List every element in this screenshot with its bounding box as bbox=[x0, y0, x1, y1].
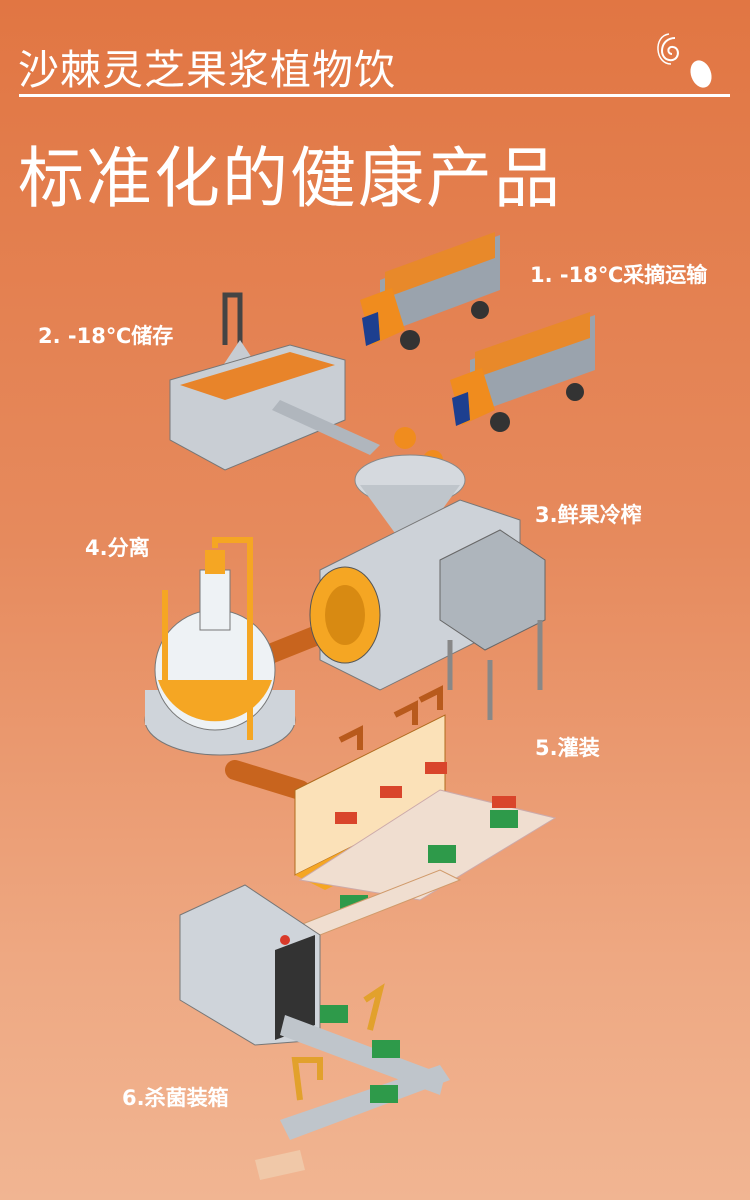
step-1-label: 1. -18℃采摘运输 bbox=[530, 263, 708, 287]
filling-station bbox=[294, 685, 557, 901]
sterilizer-machine bbox=[179, 884, 321, 1046]
step-3-label: 3.鲜果冷榨 bbox=[535, 503, 642, 527]
page-title: 标准化的健康产品 bbox=[18, 140, 562, 217]
truck-icon bbox=[360, 232, 500, 350]
subtitle: 沙棘灵芝果浆植物饮 bbox=[18, 46, 396, 94]
divider bbox=[19, 94, 730, 97]
product-carton-icon bbox=[335, 762, 516, 824]
brand-logo-icon bbox=[657, 33, 712, 88]
step-2-label: 2. -18℃储存 bbox=[38, 324, 174, 348]
packing-line bbox=[255, 983, 450, 1180]
separator-flask bbox=[144, 537, 296, 756]
step-6-label: 6.杀菌装箱 bbox=[122, 1086, 229, 1110]
storage-bin bbox=[169, 292, 380, 471]
juicer-machine bbox=[309, 454, 546, 720]
step-5-label: 5.灌装 bbox=[535, 736, 600, 760]
step-4-label: 4.分离 bbox=[85, 536, 150, 560]
truck-icon bbox=[450, 312, 595, 432]
